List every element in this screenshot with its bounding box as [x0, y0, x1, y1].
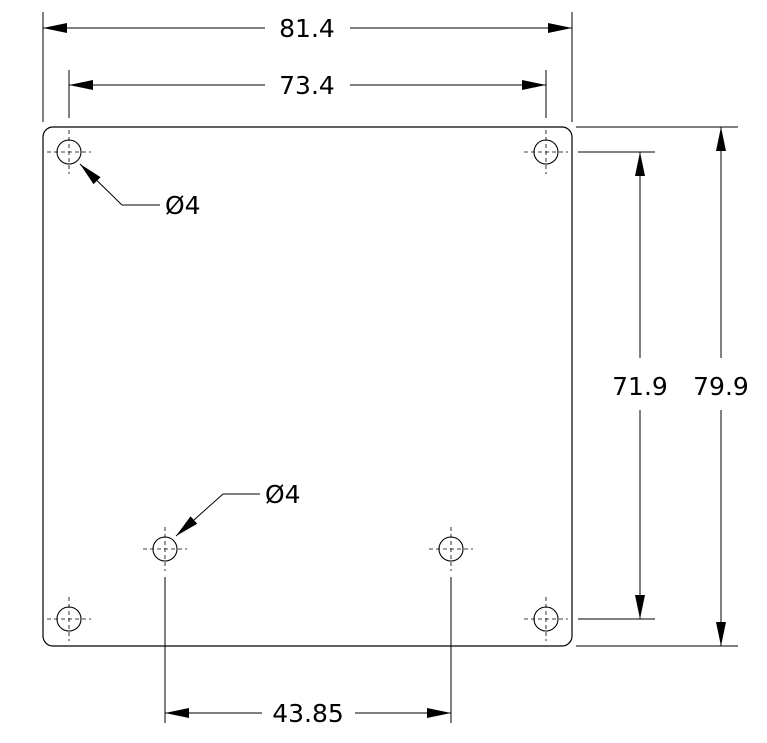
- callout-text-bottom-hole-diameter: Ø4: [265, 480, 301, 509]
- plate-outline: [42, 126, 573, 647]
- dimension-bottom-hole-spacing: 43.85: [164, 577, 452, 728]
- leader-bottom-hole: Ø4: [175, 480, 301, 537]
- hole-top-right: [524, 130, 568, 174]
- hole-bottom-right: [524, 597, 568, 641]
- dimension-hole-spacing-height: 71.9: [578, 151, 668, 620]
- dimension-text-overall-width: 81.4: [279, 14, 335, 43]
- hole-top-left: [47, 130, 91, 174]
- dimension-text-hole-spacing-width: 73.4: [279, 71, 335, 100]
- dimension-overall-height: 79.9: [576, 126, 749, 647]
- hole-bottom-inner-left: [143, 527, 187, 571]
- leader-corner-hole: Ø4: [79, 163, 201, 220]
- dimension-text-overall-height: 79.9: [693, 372, 749, 401]
- hole-bottom-inner-right: [429, 527, 473, 571]
- dimension-hole-spacing-width: 73.4: [68, 70, 547, 118]
- callout-text-corner-hole-diameter: Ø4: [165, 191, 201, 220]
- hole-bottom-left: [47, 597, 91, 641]
- dimension-text-hole-spacing-height: 71.9: [612, 372, 668, 401]
- dimension-overall-width: 81.4: [42, 12, 573, 122]
- dimension-text-bottom-hole-spacing: 43.85: [272, 699, 344, 728]
